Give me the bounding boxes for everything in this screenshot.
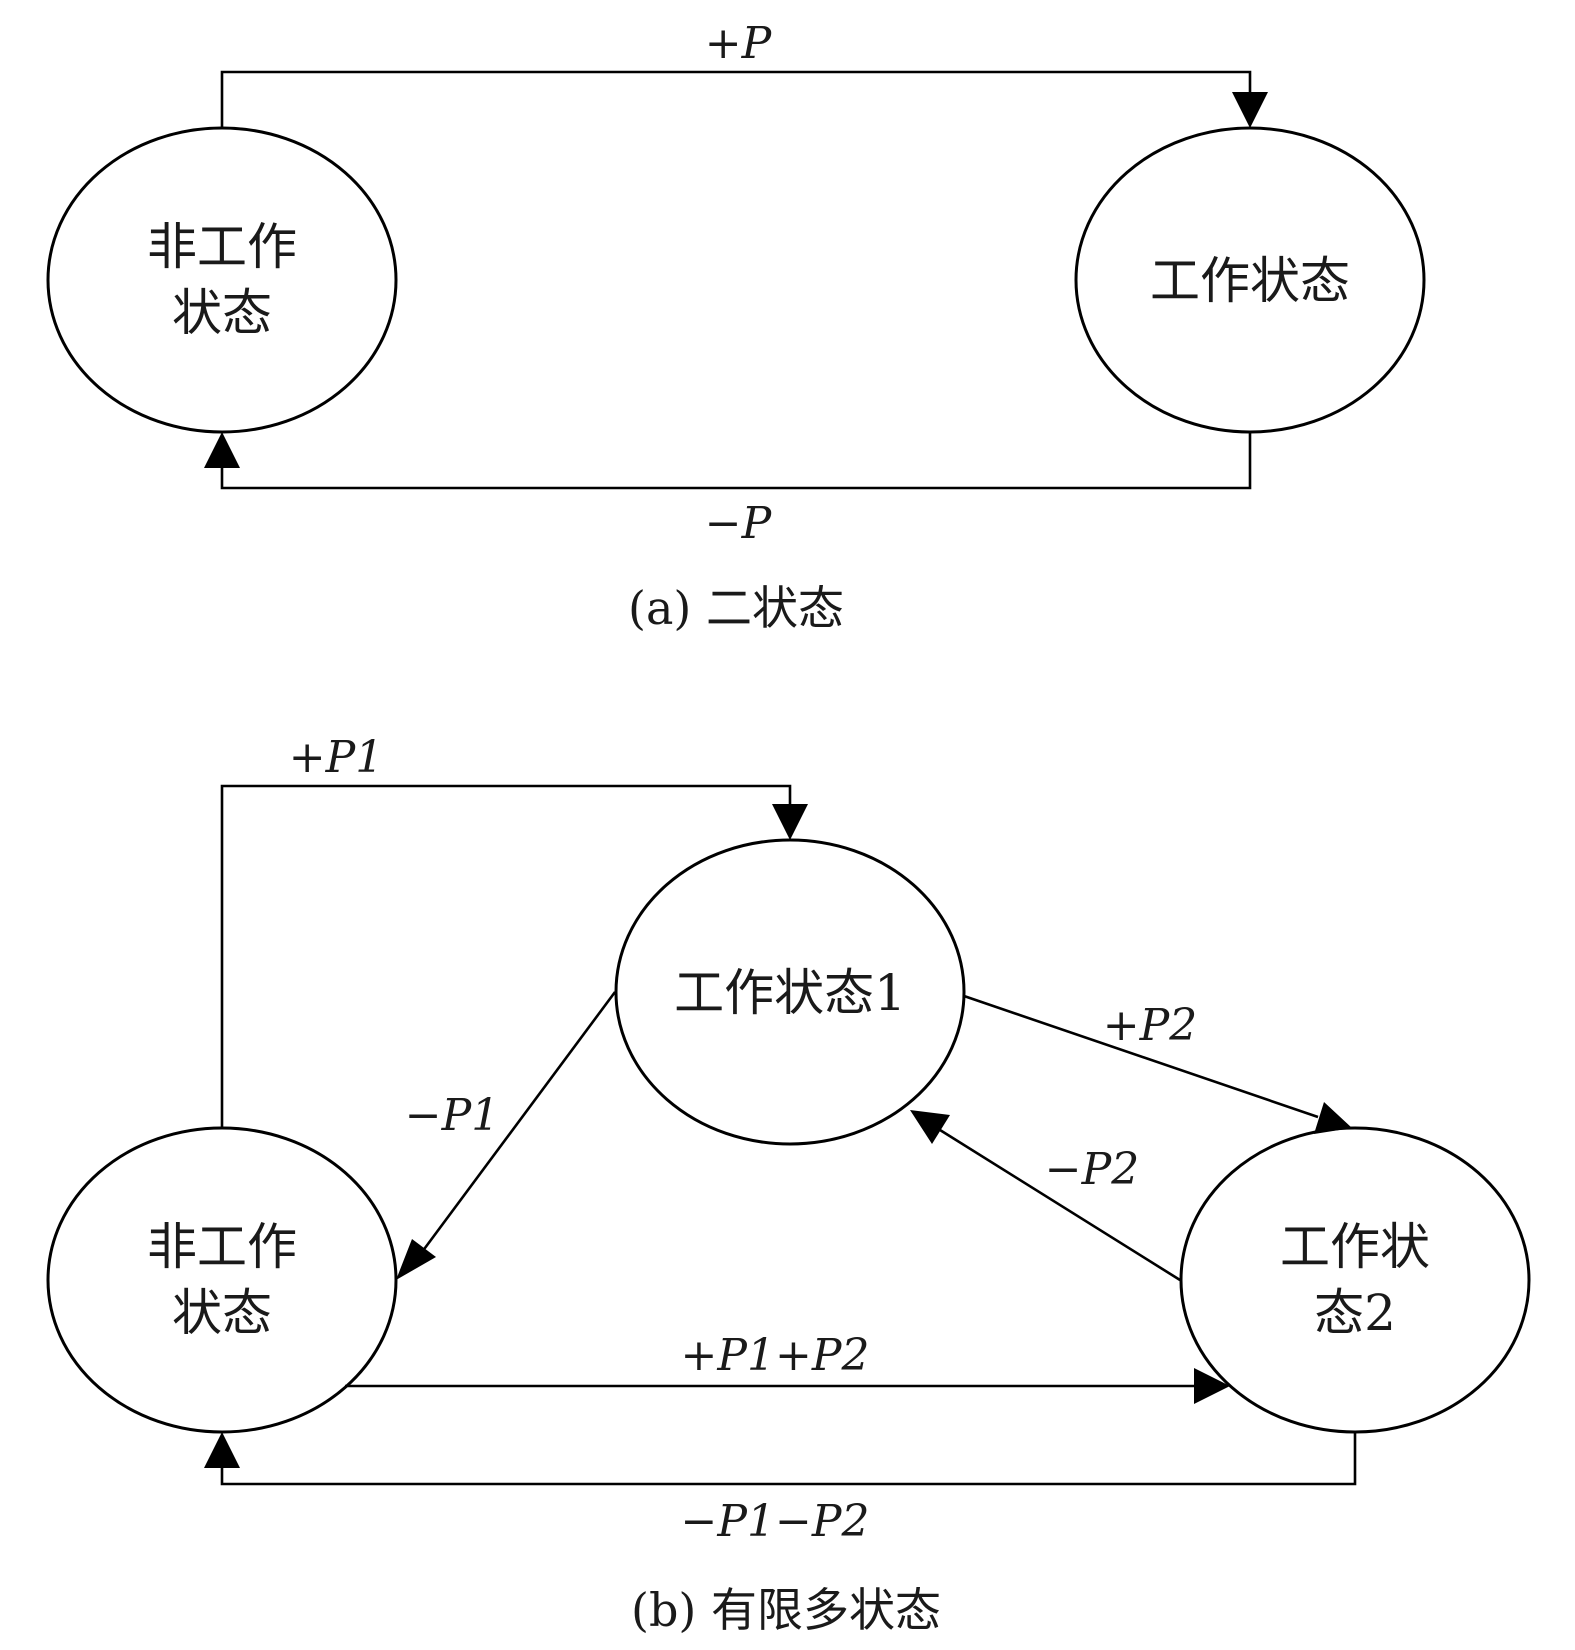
edge-a-turn-off <box>220 432 1252 490</box>
edge-b-w1-to-w2 <box>963 994 1319 1119</box>
label-a-turn-off: −P <box>705 498 773 549</box>
edge-b-w1-to-idle <box>420 991 617 1253</box>
state-b-working-2 <box>1179 1126 1531 1434</box>
label-a-turn-on: +P <box>705 18 773 69</box>
edge-b-w2-to-idle <box>220 1432 1357 1486</box>
label-b-w1-to-w2: +P2 <box>1103 1000 1197 1051</box>
label-b-idle-to-w1: +P1 <box>289 732 383 783</box>
state-a-idle <box>46 126 398 434</box>
state-a-idle-label-line1: 非工作 <box>147 218 297 276</box>
arrowhead-b-idle-to-w2 <box>1194 1368 1230 1404</box>
arrowhead-b-w2-to-w1 <box>910 1110 950 1144</box>
arrowhead-b-w2-to-idle <box>204 1432 240 1468</box>
panel-a: 非工作 状态 工作状态 +P −P (a) 二状态 <box>46 18 1426 635</box>
label-b-w2-to-idle: −P1−P2 <box>681 1496 870 1547</box>
edge-b-idle-to-w1 <box>220 784 792 1128</box>
state-b-idle <box>46 1126 398 1434</box>
state-a-idle-label-line2: 状态 <box>172 284 272 342</box>
arrowhead-b-idle-to-w1 <box>772 804 808 840</box>
label-b-idle-to-w2: +P1+P2 <box>681 1330 870 1381</box>
state-a-working-label: 工作状态 <box>1150 252 1350 310</box>
arrowhead-a-turn-on <box>1232 92 1268 128</box>
caption-b: (b) 有限多状态 <box>631 1583 941 1637</box>
arrowhead-b-w1-to-w2 <box>1314 1102 1352 1134</box>
caption-a: (a) 二状态 <box>628 581 844 635</box>
edge-a-turn-on <box>220 70 1252 128</box>
edge-b-w2-to-w1 <box>939 1128 1181 1282</box>
arrowhead-b-w1-to-idle <box>396 1239 436 1280</box>
state-b-working-2-label-line1: 工作状 <box>1280 1218 1430 1276</box>
state-b-idle-label-line1: 非工作 <box>147 1218 297 1276</box>
state-b-idle-label-line2: 状态 <box>172 1284 272 1342</box>
state-b-working-2-label-line2: 态2 <box>1314 1284 1396 1342</box>
arrowhead-a-turn-off <box>204 432 240 468</box>
label-b-w1-to-idle: −P1 <box>405 1090 499 1141</box>
panel-b: 非工作 状态 工作状态1 工作状 态2 +P1 −P1 +P2 −P2 +P1+… <box>46 732 1531 1637</box>
state-b-working-1-label: 工作状态1 <box>674 964 906 1022</box>
label-b-w2-to-w1: −P2 <box>1045 1144 1139 1195</box>
